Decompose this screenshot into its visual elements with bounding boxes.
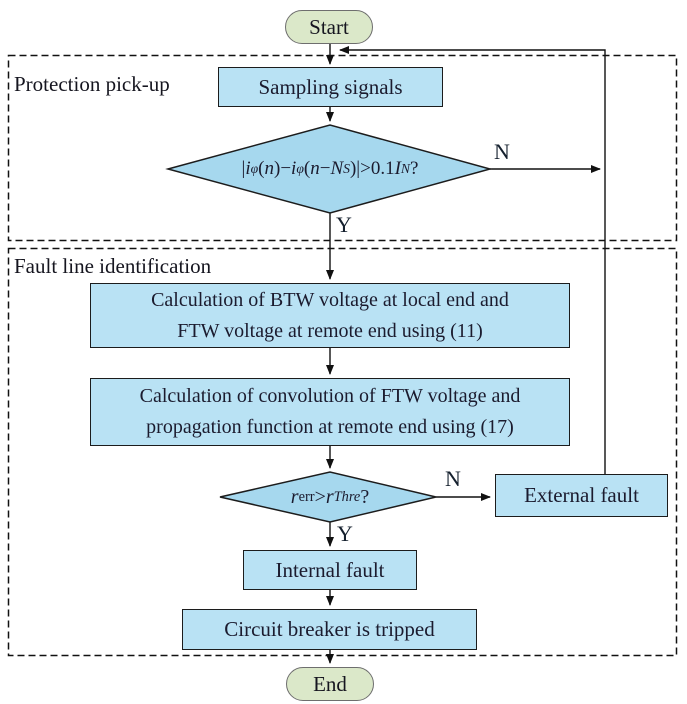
process-btw-calculation: Calculation of BTW voltage at local end …: [90, 283, 570, 348]
ratio-no-label: N: [445, 466, 461, 491]
section-box-protection-pickup: [7, 54, 678, 242]
end-terminal: End: [286, 667, 374, 701]
process-convolution-line2: propagation function at remote end using…: [146, 416, 514, 438]
process-btw-line1: Calculation of BTW voltage at local end …: [151, 288, 509, 311]
start-terminal: Start: [285, 10, 373, 44]
connector-external-fault-feedback: [339, 46, 606, 474]
process-external-fault: External fault: [495, 474, 668, 517]
pickup-no-label: N: [494, 139, 510, 164]
section-label-protection-pickup: Protection pick-up: [14, 72, 170, 96]
ratio-yes-label: Y: [337, 521, 353, 546]
decision-pickup-diamond: [165, 124, 493, 214]
process-convolution-line1: Calculation of convolution of FTW voltag…: [139, 385, 521, 407]
process-btw-line2: FTW voltage at remote end using (11): [177, 319, 483, 342]
decision-ratio-diamond: [219, 471, 437, 523]
process-circuit-breaker-tripped: Circuit breaker is tripped: [182, 609, 477, 650]
pickup-yes-label: Y: [336, 212, 352, 237]
process-convolution-calculation: Calculation of convolution of FTW voltag…: [90, 378, 570, 446]
section-box-fault-line-identification: [7, 247, 678, 657]
process-sampling-signals: Sampling signals: [218, 67, 443, 107]
process-internal-fault: Internal fault: [243, 550, 417, 590]
section-label-fault-line-identification: Fault line identification: [14, 254, 212, 278]
